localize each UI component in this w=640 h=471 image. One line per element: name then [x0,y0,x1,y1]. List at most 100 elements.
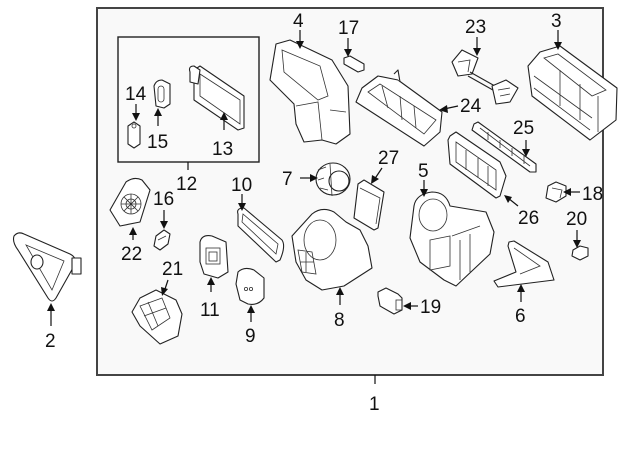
callout-19[interactable]: 19 [377,287,441,318]
resistor-part-icon [377,287,403,315]
callout-13[interactable]: 13 [188,65,245,160]
callout-number: 11 [200,300,220,321]
callout-number: 26 [518,208,539,229]
callout-number: 16 [153,189,174,210]
callout-22[interactable]: 22 [109,177,151,265]
o-ring-seal-part-icon [153,79,171,109]
door-link-part-icon [451,49,519,105]
filter-housing-part-icon [355,69,443,147]
callout-2[interactable]: 2 [12,232,82,352]
callout-9[interactable]: 9 [235,267,265,347]
arrow-head-icon [517,284,525,292]
rear-duct-part-icon [493,240,555,288]
callout-number: 7 [282,169,293,190]
callout-number: 19 [420,297,441,318]
callout-number: 5 [418,161,429,182]
arrow-head-icon [420,189,428,197]
blower-case-part-icon [291,208,373,291]
callout-14[interactable]: 14 [125,84,147,149]
callout-number: 23 [465,17,486,38]
intake-case-part-icon [269,39,351,145]
callout-10[interactable]: 10 [231,175,285,263]
arrow-head-icon [371,175,379,184]
callout-number: 10 [231,175,252,196]
callout-7[interactable]: 7 [282,162,351,197]
cabin-air-filter-part-icon [353,179,385,231]
blower-motor-part-icon [315,162,351,197]
callout-23[interactable]: 23 [451,17,519,105]
callout-17[interactable]: 17 [338,18,365,73]
callout-5[interactable]: 5 [409,161,495,287]
callout-16[interactable]: 16 [153,189,174,251]
callout-number: 13 [212,139,233,160]
callout-21[interactable]: 21 [131,259,183,345]
callout-18[interactable]: 18 [545,181,603,205]
arrow-head-icon [310,174,318,182]
arrow-head-icon [238,203,246,211]
callout-number: 18 [582,184,603,205]
callout-number: 3 [551,11,562,32]
arrow-head-icon [573,240,581,248]
callout-number: 14 [125,84,147,105]
arrow-head-icon [522,149,530,157]
gasket-part-icon [237,207,285,263]
callout-4[interactable]: 4 [269,11,351,145]
arrow-head-icon [132,113,140,121]
callout-24[interactable]: 24 [355,69,482,147]
arrow-head-icon [161,287,168,296]
arrow-head-icon [129,227,137,235]
evaporator-core-part-icon [188,65,245,131]
arrow-head-icon [207,277,215,285]
callout-number: 25 [513,118,534,139]
actuator-18-part-icon [545,181,567,203]
callout-20[interactable]: 20 [566,209,589,261]
arrow-head-icon [247,305,255,313]
arrow-head-icon [403,302,411,310]
arrow-head-icon [296,41,304,49]
callout-number: 15 [147,132,168,153]
callout-number: 9 [245,326,256,347]
arrow-head-icon [160,221,168,229]
arrow-head-icon [554,42,562,50]
callout-number: 21 [162,259,183,280]
arrow-head-icon [473,48,481,56]
callout-11[interactable]: 11 [199,235,229,321]
duct-part-icon [12,232,82,302]
callout-number: 27 [378,148,399,169]
callout-number: 8 [334,310,345,331]
callout-number: 6 [515,306,526,327]
arrow-head-icon [504,195,512,203]
expansion-valve-part-icon [127,121,141,149]
callout-6[interactable]: 6 [493,240,555,327]
seal-9-part-icon [235,267,265,305]
callout-number: 24 [460,96,482,117]
callout-27[interactable]: 27 [353,148,399,231]
seal-11-part-icon [199,235,229,279]
arrow-head-icon [563,188,571,196]
callout-15[interactable]: 15 [147,79,171,153]
callout-number: 17 [338,18,359,39]
heater-case-part-icon [409,191,495,287]
callout-number: 12 [176,174,197,195]
arrow-head-icon [336,287,344,295]
arrow-head-icon [439,105,448,113]
sensor-16-part-icon [153,229,171,251]
arrow-head-icon [220,112,228,120]
arrow-head-icon [154,108,162,116]
upper-case-part-icon [527,45,618,141]
callout-number: 4 [293,11,304,32]
callout-26[interactable]: 26 [447,131,539,229]
callout-12[interactable]: 12 [176,162,197,195]
clip-part-icon [571,245,589,261]
callout-8[interactable]: 8 [291,208,373,331]
callout-1[interactable]: 1 [369,375,380,415]
arrow-head-icon [344,49,352,57]
temperature-sensor-part-icon [343,55,365,73]
callout-number: 20 [566,209,587,230]
callout-3[interactable]: 3 [527,11,618,141]
blend-door-part-icon [447,131,507,199]
vent-door-part-icon [471,121,537,173]
callout-number: 2 [45,331,56,352]
callout-25[interactable]: 25 [471,118,537,173]
